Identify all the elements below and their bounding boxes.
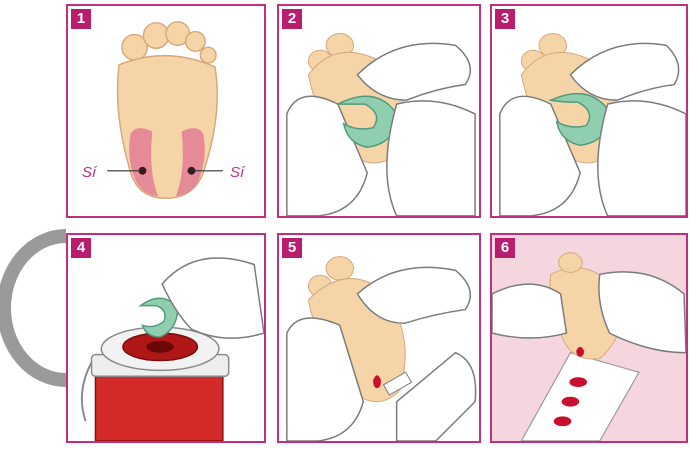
step-2-panel: 2 bbox=[277, 4, 481, 218]
lancet-activation-illustration bbox=[492, 6, 686, 216]
step-2-number: 2 bbox=[282, 9, 302, 29]
blood-drop-illustration bbox=[279, 235, 479, 441]
step-6-panel: 6 bbox=[490, 233, 688, 443]
step-5-number: 5 bbox=[282, 238, 302, 258]
yes-label-right: Sí bbox=[230, 164, 244, 181]
blood-card-illustration bbox=[492, 235, 686, 441]
step-6-number: 6 bbox=[495, 238, 515, 258]
lancet-placement-illustration bbox=[279, 6, 479, 216]
step-4-panel: 4 bbox=[66, 233, 266, 443]
step-4-number: 4 bbox=[71, 238, 91, 258]
sharps-container-illustration bbox=[68, 235, 264, 441]
step-3-number: 3 bbox=[495, 9, 515, 29]
decorative-arc bbox=[0, 228, 70, 388]
step-3-panel: 3 bbox=[490, 4, 688, 218]
step-5-panel: 5 bbox=[277, 233, 481, 443]
yes-label-left: Sí bbox=[82, 164, 96, 181]
foot-sole-illustration bbox=[68, 6, 264, 216]
step-1-number: 1 bbox=[71, 9, 91, 29]
step-1-panel: 1 Sí Sí bbox=[66, 4, 266, 218]
